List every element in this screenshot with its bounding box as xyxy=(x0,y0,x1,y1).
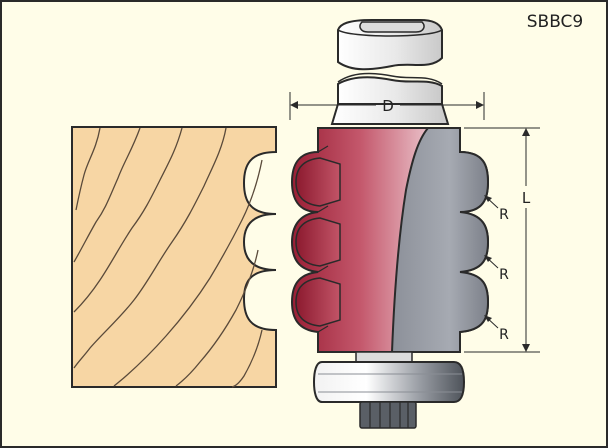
radius-label: R xyxy=(499,207,509,223)
cutting-profile xyxy=(295,157,341,327)
radius-callout-1: R xyxy=(484,195,509,223)
radius-label: R xyxy=(499,267,509,283)
radius-callout-3: R xyxy=(484,315,509,343)
shank xyxy=(330,19,450,125)
cutter-body xyxy=(290,127,490,353)
product-code: SBBC9 xyxy=(527,12,584,32)
diameter-dimension: D xyxy=(289,92,485,120)
radius-callout-2: R xyxy=(484,255,509,283)
radius-callouts: R R R xyxy=(484,195,509,343)
length-dimension: L xyxy=(464,127,540,353)
diameter-label: D xyxy=(382,97,394,115)
length-label: L xyxy=(522,189,531,207)
radius-label: R xyxy=(499,327,509,343)
screw-nut xyxy=(359,401,417,429)
wood-grain xyxy=(73,127,263,388)
wood-workpiece xyxy=(71,126,277,388)
bearing xyxy=(312,351,466,429)
